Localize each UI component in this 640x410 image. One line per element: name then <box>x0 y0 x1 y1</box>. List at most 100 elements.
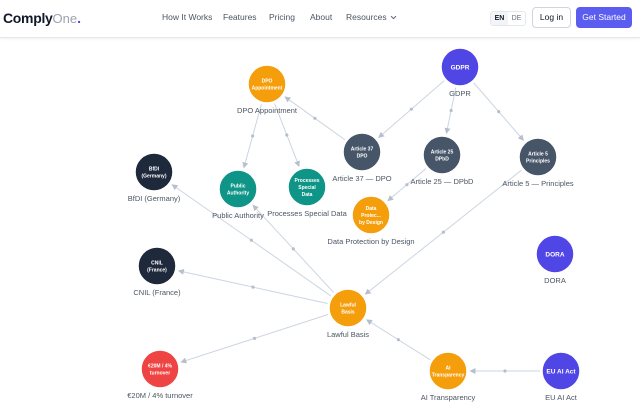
graph-node-label: Article 5 — Principles <box>502 179 574 188</box>
graph-node-label: €20M / 4% turnover <box>127 391 193 400</box>
graph-node-circle <box>518 137 558 177</box>
graph-edge-dot <box>251 285 255 289</box>
graph-node-inner-text: GDPR <box>451 64 470 71</box>
graph-node-label: GDPR <box>449 89 471 98</box>
graph-node-inner-text: Lawful <box>340 302 356 308</box>
graph-edge-dot <box>313 116 317 120</box>
graph-node-fine[interactable]: €20M / 4%turnover €20M / 4% turnover <box>127 349 193 400</box>
logo-sub-text: One <box>52 11 78 26</box>
graph-node-gdpr[interactable]: GDPR GDPR <box>440 47 480 98</box>
chevron-down-icon <box>390 16 396 20</box>
graph-node-circle <box>428 351 468 391</box>
graph-node-circle <box>328 288 368 328</box>
graph-node-inner-text: Appointment <box>252 85 283 91</box>
nav-features[interactable]: Features <box>223 12 257 22</box>
graph-node-inner-text: AI <box>446 365 452 371</box>
graph-edge-dot <box>441 230 445 234</box>
graph-edge-dot <box>249 238 254 242</box>
graph-edge-dot <box>449 108 453 113</box>
graph-edge-dot <box>251 134 255 138</box>
graph-node-inner-text: (Germany) <box>141 173 166 179</box>
graph-node-label: DORA <box>544 276 566 285</box>
graph-edge-dot <box>396 338 401 342</box>
language-toggle: EN DE <box>490 11 526 26</box>
graph-node-label: BfDI (Germany) <box>128 194 181 203</box>
complyone-logo[interactable]: ComplyOne. <box>3 9 81 28</box>
graph-node-inner-text: Basis <box>341 309 355 315</box>
graph-node-inner-text: DPbD <box>435 156 449 162</box>
graph-node-inner-text: DPO <box>262 78 273 84</box>
graph-node-circle <box>247 64 287 104</box>
nav-pricing[interactable]: Pricing <box>269 12 295 22</box>
graph-node-inner-text: Special <box>298 185 316 191</box>
graph-edge-dot <box>497 110 501 114</box>
graph-node-inner-text: Authority <box>227 190 249 196</box>
graph-node-circle <box>351 195 391 235</box>
graph-node-cnil[interactable]: CNIL(France)CNIL (France) <box>133 246 181 297</box>
graph-node-inner-text: DORA <box>545 251 564 258</box>
graph-node-circle <box>422 135 462 175</box>
graph-edge-dot <box>285 133 289 137</box>
graph-node-inner-text: Article 37 <box>351 146 374 152</box>
graph-node-label: Lawful Basis <box>327 330 369 339</box>
graph-node-inner-text: (France) <box>147 267 167 273</box>
graph-node-circle <box>218 169 258 209</box>
graph-edge-dot <box>503 369 507 373</box>
graph-node-inner-text: Principles <box>526 158 550 164</box>
graph-node-inner-text: CNIL <box>151 260 163 266</box>
graph-node-inner-text: €20M / 4% <box>148 363 172 369</box>
lang-en[interactable]: EN <box>491 12 508 25</box>
lang-de[interactable]: DE <box>511 15 522 22</box>
graph-node-inner-text: Article 25 <box>431 149 454 155</box>
nav-resources-label: Resources <box>346 12 387 22</box>
graph-node-label: AI Transparency <box>421 393 476 402</box>
graph-node-label: Article 25 — DPbD <box>411 177 475 186</box>
graph-node-circle <box>440 47 480 87</box>
graph-edge-dot <box>252 336 257 340</box>
nav-about[interactable]: About <box>310 12 333 22</box>
graph-node-inner-text: Public <box>230 183 245 189</box>
get-started-button[interactable]: Get Started <box>576 7 632 28</box>
nav-resources[interactable]: Resources <box>346 12 398 22</box>
graph-node-inner-text: BfDI <box>149 166 160 172</box>
graph-node-circle <box>342 132 382 172</box>
graph-edge-dot <box>291 247 295 251</box>
graph-node-bfdi[interactable]: BfDI(Germany) BfDI (Germany) <box>128 152 181 203</box>
graph-edge-dot <box>409 107 413 111</box>
graph-edge-dot <box>405 183 409 187</box>
graph-node-inner-text: Data <box>366 206 377 212</box>
graph-node-circle <box>137 246 177 286</box>
graph-node-inner-text: Processes <box>294 178 319 184</box>
graph-node-label: EU AI Act <box>545 393 578 402</box>
top-navbar: ComplyOne. How It Works Features Pricing… <box>0 0 640 38</box>
nav-how-it-works[interactable]: How It Works <box>162 12 213 22</box>
graph-node-circle <box>140 349 180 389</box>
graph-node-dora[interactable]: DORA DORA <box>535 234 575 285</box>
logo-main-text: Comply <box>3 10 53 26</box>
login-button[interactable]: Log in <box>532 7 571 28</box>
graph-node-inner-text: Data <box>302 192 313 198</box>
graph-node-label: DPO Appointment <box>237 106 298 115</box>
graph-node-label: Processes Special Data <box>267 209 347 218</box>
graph-node-label: Public Authority <box>212 211 264 220</box>
graph-node-inner-text: Transparency <box>432 372 465 378</box>
graph-node-inner-text: turnover <box>150 370 170 376</box>
graph-node-circle <box>541 351 581 391</box>
logo-dot: . <box>77 10 82 26</box>
graph-node-circle <box>134 152 174 192</box>
graph-node-label: Article 37 — DPO <box>332 174 391 183</box>
graph-node-inner-text: DPO <box>357 153 368 159</box>
graph-node-label: Data Protection by Design <box>327 237 414 246</box>
